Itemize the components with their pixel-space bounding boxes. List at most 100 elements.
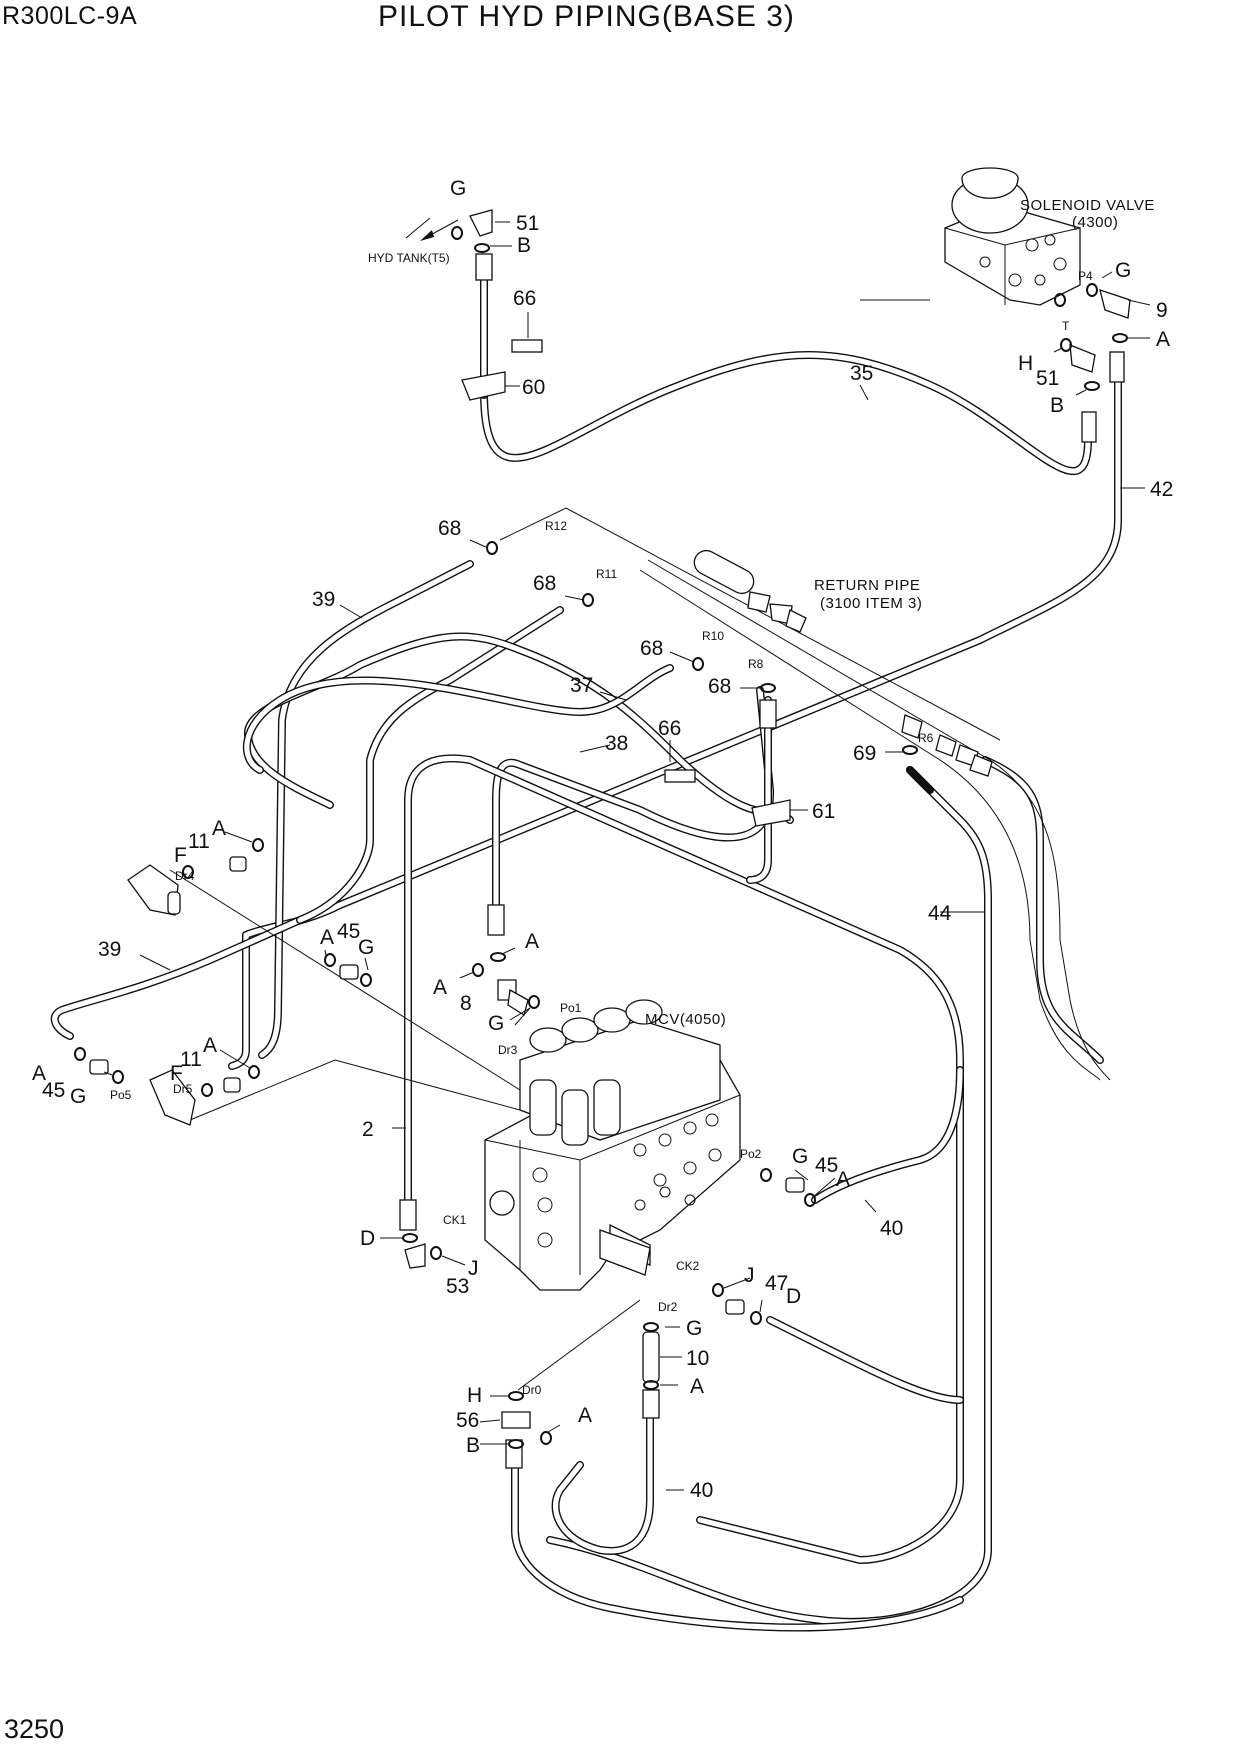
port-label: Dr4 [175, 869, 195, 883]
reference-lines [169, 217, 1111, 1391]
callout-label: 45 [42, 1079, 65, 1102]
hose-40-right-inner [812, 1067, 963, 1203]
hose-35 [480, 351, 1092, 476]
callout-label: A [320, 926, 334, 949]
callout-label: 66 [513, 287, 536, 310]
callout-label: 61 [812, 800, 835, 823]
callout-label: H [1018, 352, 1033, 375]
callout-label: 40 [880, 1217, 903, 1240]
hose-r8-inner [747, 697, 771, 883]
port-label: Dr5 [173, 1082, 193, 1096]
callout-label: G [70, 1085, 86, 1108]
callout-label: D [786, 1285, 801, 1308]
port-label: R10 [702, 629, 724, 643]
page-number: 3250 [4, 1714, 65, 1744]
callout-label: 68 [640, 637, 663, 660]
o-rings [74, 226, 1128, 1449]
callout-label: G [686, 1317, 702, 1340]
callout-label: F [174, 844, 187, 867]
port-label: R12 [545, 519, 567, 533]
port-label: CK2 [676, 1259, 700, 1273]
mcv-label: MCV(4050) [645, 1011, 726, 1028]
callout-label: J [744, 1264, 755, 1287]
callout-label: 11 [180, 1048, 202, 1071]
callout-label: 39 [312, 588, 335, 611]
callout-label: A [690, 1375, 704, 1398]
callout-label: A [525, 930, 539, 953]
hose-r6 [906, 766, 934, 794]
mcv-body [484, 999, 741, 1291]
callout-label: B [517, 234, 531, 257]
component-labels: SOLENOID VALVE (4300) RETURN PIPE (3100 … [368, 197, 1154, 1028]
callout-label: H [467, 1384, 482, 1407]
callout-label: 39 [98, 938, 121, 961]
callout-label: 40 [690, 1479, 713, 1502]
port-label: Po2 [740, 1147, 762, 1161]
callout-label: G [450, 177, 466, 200]
callout-label: G [1115, 259, 1131, 282]
callout-label: 38 [605, 732, 628, 755]
hose-40-bottom-inner [553, 1397, 653, 1554]
port-label: Po5 [110, 1088, 132, 1102]
hose-39-lower-inner [52, 917, 303, 1039]
return-pipe-ref: (3100 ITEM 3) [820, 595, 922, 612]
callout-label: D [360, 1227, 375, 1250]
callout-label: 56 [456, 1409, 479, 1432]
hoses [50, 258, 1122, 1632]
hose-37-inner [244, 665, 673, 773]
callout-label: A [578, 1404, 592, 1427]
hose-2-inner [405, 755, 963, 1563]
hose-r11-inner [297, 607, 563, 923]
port-label: P4 [1078, 269, 1093, 283]
port-label: Po1 [560, 1001, 582, 1015]
callout-label: 37 [570, 674, 593, 697]
solenoid-valve-ref: (4300) [1072, 214, 1118, 231]
callout-label: B [1050, 394, 1064, 417]
callout-label: 68 [708, 675, 731, 698]
port-label: Dr3 [498, 1043, 518, 1057]
callout-label: A [212, 817, 226, 840]
model-number: R300LC-9A [2, 2, 138, 30]
hyd-tank-label: HYD TANK(T5) [368, 251, 450, 265]
port-label: Dr2 [658, 1300, 678, 1314]
callout-label: 68 [533, 572, 556, 595]
callout-label: 60 [522, 376, 545, 399]
callout-label: 42 [1150, 478, 1173, 501]
callout-label: 9 [1156, 299, 1168, 322]
port-labels: P4 T R12 R11 R10 R8 R6 Dr4 Po1 Dr3 Dr5 P… [110, 269, 1093, 1397]
callout-label: 45 [815, 1154, 838, 1177]
callout-label: 8 [460, 992, 472, 1015]
return-pipe-label: RETURN PIPE [814, 577, 920, 594]
hose-return-right-inner [982, 757, 1103, 1063]
callout-label: 51 [1036, 367, 1059, 390]
hose-ck2-inner [767, 1317, 963, 1403]
callout-label: A [32, 1062, 46, 1085]
hyd-tank-arrow [420, 219, 459, 241]
callout-label: A [836, 1168, 850, 1191]
callout-label: J [468, 1257, 479, 1280]
solenoid-valve [944, 167, 1081, 306]
callout-label: 66 [658, 717, 681, 740]
callout-label: 44 [928, 902, 952, 925]
hose-loop-left-inner [245, 633, 793, 823]
callout-label: 68 [438, 517, 461, 540]
port-label: R6 [918, 731, 934, 745]
port-label: R11 [596, 567, 617, 581]
callout-label: 53 [446, 1275, 469, 1298]
callout-label: 69 [853, 742, 876, 765]
page-title: PILOT HYD PIPING(BASE 3) [378, 0, 795, 33]
callout-label: A [1156, 328, 1170, 351]
callout-label: B [466, 1434, 480, 1457]
hose-dr0-inner [512, 1457, 963, 1631]
callout-labels: G 51 B 66 60 G 9 A H 51 B 35 42 68 39 68… [32, 177, 1173, 1502]
callout-label: G [792, 1145, 808, 1168]
callout-label: 10 [686, 1347, 709, 1370]
port-label: Dr0 [522, 1383, 542, 1397]
port-label: R8 [748, 657, 764, 671]
callout-label: A [203, 1034, 217, 1057]
callout-label: 45 [337, 920, 360, 943]
fittings [89, 209, 1131, 1469]
callout-label: F [170, 1062, 183, 1085]
port-label: CK1 [443, 1213, 467, 1227]
